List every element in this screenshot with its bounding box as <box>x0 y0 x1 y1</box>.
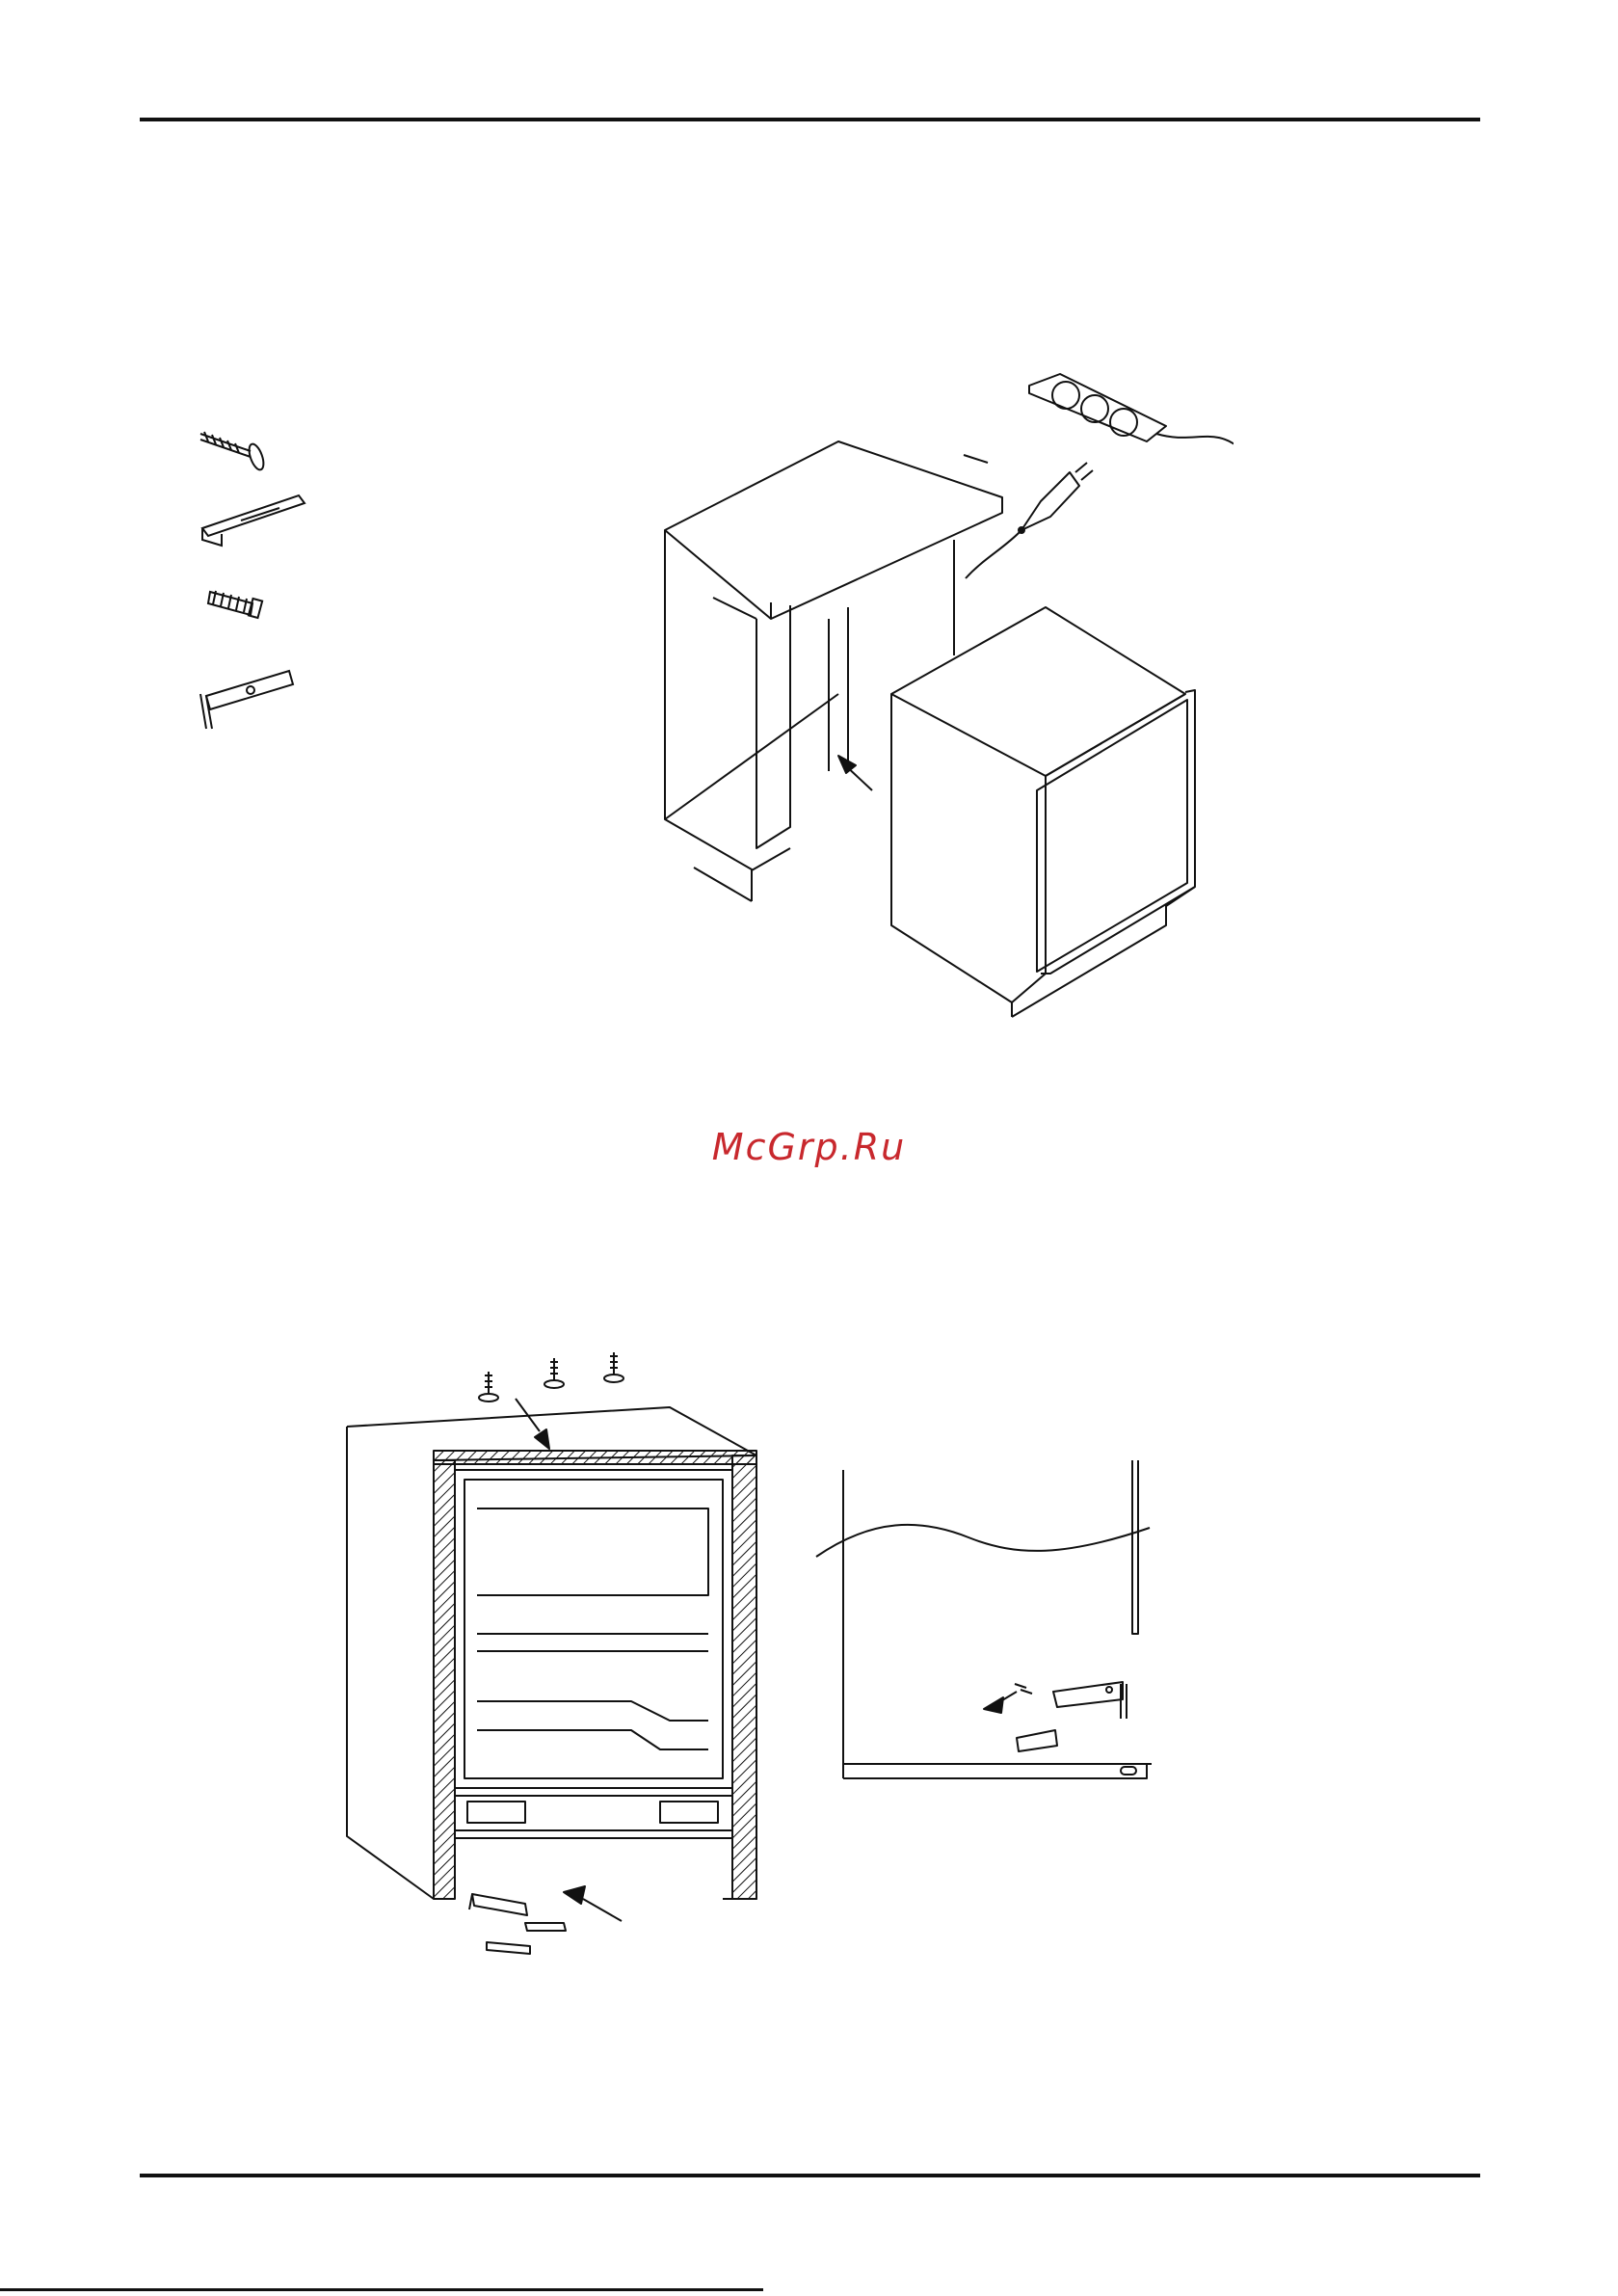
refrigerator <box>891 607 1195 1017</box>
watermark-text: McGrp.Ru <box>0 1126 1618 1168</box>
cabinet <box>665 441 1002 901</box>
bottom-brackets <box>469 1894 566 1954</box>
insert-arrow-icon <box>838 756 872 790</box>
mounting-front-figure <box>342 1345 766 1962</box>
refrigerator-front-view <box>347 1407 756 1899</box>
footer-rule <box>140 2174 1480 2177</box>
door-hinge-detail-figure <box>814 1460 1161 1788</box>
top-arrow-icon <box>516 1399 549 1449</box>
hardware-parts-figure <box>183 414 337 742</box>
bottom-arrow-icon <box>564 1886 622 1921</box>
screw-icon <box>200 432 266 471</box>
top-screws <box>479 1352 623 1402</box>
footer-short-rule <box>0 2288 763 2291</box>
power-strip-icon <box>1029 374 1233 474</box>
header-rule <box>140 118 1480 121</box>
hinge-screws <box>984 1682 1123 1751</box>
anchor-screw-icon <box>208 591 262 618</box>
bracket-icon <box>202 495 305 546</box>
clip-icon <box>200 671 293 729</box>
installation-overview-figure <box>655 366 1233 1022</box>
